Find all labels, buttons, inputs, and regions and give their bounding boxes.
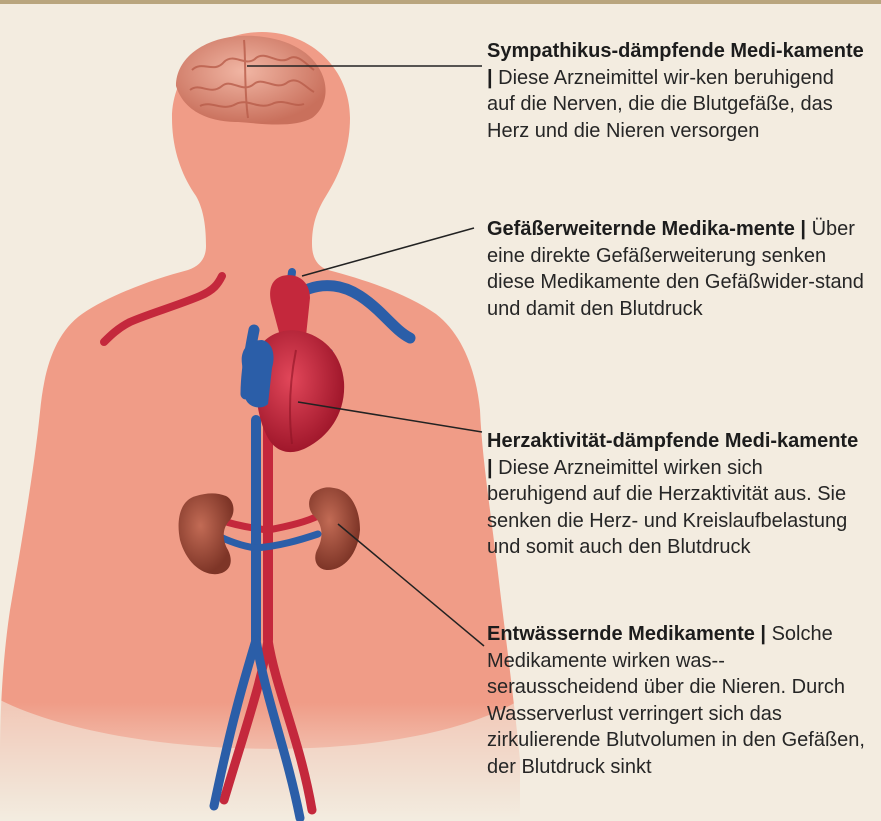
label-sympathikus: Sympathikus-dämpfende Medi-­kamente | Di… [487,38,867,144]
label-entwaessernde-title: Entwässernde Medikamente | [487,623,766,645]
label-sympathikus-text: Diese Arzneimittel wir-­ken beruhigend a… [487,67,834,142]
label-herzaktivitaet-text: Diese Arzneimittel wirken sich beruhigen… [487,457,847,559]
leader-line-vessels [302,228,474,276]
label-gefaesserweiternde-title: Gefäßerweiternde Medika-­mente | [487,218,806,240]
label-entwaessernde-text: Solche Medikamente wirken was-­seraussch… [487,623,865,778]
label-entwaessernde: Entwässernde Medikamente | Solche Medika… [487,621,867,780]
label-gefaesserweiternde: Gefäßerweiternde Medika-­mente | Über ei… [487,216,867,322]
label-herzaktivitaet: Herzaktivität-dämpfende Medi-­kamente | … [487,428,867,561]
